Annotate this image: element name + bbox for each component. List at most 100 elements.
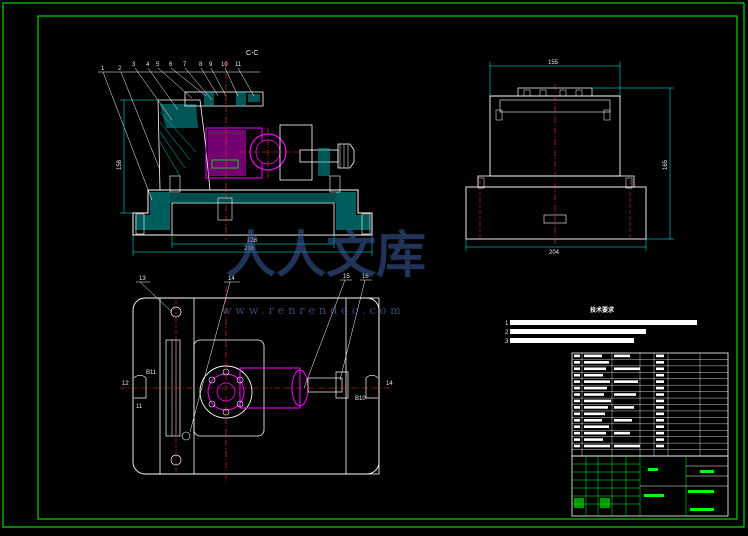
parts-list-cell (574, 380, 580, 383)
parts-list-cell (656, 438, 664, 441)
parts-list-cell (574, 418, 580, 422)
parts-list-cell (614, 354, 630, 358)
parts-list-cell (656, 380, 664, 383)
dim-side-top-width: 155 (548, 60, 559, 66)
parts-list-cell (614, 367, 640, 371)
dim-front-inner-width: 128 (247, 238, 258, 244)
parts-list-cell (574, 373, 580, 377)
parts-list-cell (584, 406, 608, 409)
part-number-16: 16 (362, 274, 369, 280)
parts-list-cell (656, 373, 664, 377)
part-number-7: 7 (183, 62, 187, 68)
parts-list-cell (584, 418, 602, 422)
part-number-3: 3 (132, 62, 136, 68)
watermark-url: www.renrendoc.com (222, 304, 405, 317)
tech-requirements-title: 技术要求 (590, 306, 615, 314)
parts-list-cell (584, 367, 606, 371)
part-number-1: 1 (101, 66, 105, 72)
technical-requirements: 技术要求 1 2 3 (505, 306, 697, 345)
parts-list-cell (656, 425, 664, 429)
title-block-cell (688, 490, 714, 493)
front-section-view: C-C (98, 50, 373, 256)
parts-list-cell (584, 393, 604, 396)
top-right-mark-14: 14 (386, 381, 393, 387)
parts-list-cell (614, 444, 640, 448)
parts-list-cell (574, 361, 580, 364)
parts-list-cell (574, 386, 580, 390)
tech-requirement-1-number: 1 (505, 321, 509, 327)
parts-list-cell (574, 399, 580, 403)
parts-list-cell (614, 431, 630, 435)
top-left-mark-12: 12 (122, 381, 129, 387)
parts-list-cell (574, 354, 580, 358)
watermark-text: 人人文库 (226, 225, 426, 284)
parts-list-cell (584, 386, 607, 390)
top-right-mark-b10: B10 (355, 396, 366, 402)
parts-list-cell (574, 438, 580, 441)
parts-list-cell (656, 386, 664, 390)
parts-list-cell (656, 444, 664, 448)
part-number-14: 14 (228, 276, 235, 282)
parts-list-cell (584, 431, 606, 435)
dim-front-overall-width: 238 (244, 246, 255, 252)
title-block-cell (600, 498, 610, 508)
parts-list-cell (656, 418, 664, 422)
part-number-6: 6 (169, 62, 173, 68)
parts-list-cell (574, 406, 580, 409)
parts-list-cell (584, 380, 610, 383)
part-number-5: 5 (156, 62, 160, 68)
section-label: C-C (246, 50, 258, 57)
parts-list-cell (584, 373, 603, 377)
watermark: 人人文库 www.renrendoc.com (222, 225, 426, 317)
dim-front-height: 158 (117, 159, 123, 170)
parts-list-cell (584, 412, 605, 416)
parts-list-cell (574, 425, 580, 429)
parts-list-cell (656, 393, 664, 396)
title-block-cell (574, 498, 584, 508)
title-block-cell (700, 470, 714, 473)
part-number-13: 13 (139, 276, 146, 282)
parts-list-cell (584, 444, 610, 448)
title-block-cell (690, 508, 714, 511)
parts-list-cell (656, 367, 664, 371)
parts-list-cell (656, 431, 664, 435)
parts-list-cell (614, 380, 638, 383)
parts-list-cell (584, 425, 609, 429)
parts-list-cell (574, 412, 580, 416)
tech-requirement-3-number: 3 (505, 339, 509, 345)
parts-list-cell (584, 438, 603, 441)
parts-list-cell (584, 361, 609, 364)
part-number-11: 11 (235, 62, 242, 68)
parts-list-and-title-block (571, 352, 729, 517)
parts-list-cell (574, 367, 580, 371)
part-number-4: 4 (146, 62, 150, 68)
title-block-cell (644, 494, 664, 497)
parts-list-cell (614, 418, 632, 422)
outer-frame (2, 2, 745, 528)
parts-list-cell (656, 361, 664, 364)
parts-list-cell (574, 393, 580, 396)
tech-requirement-2-number: 2 (505, 330, 509, 336)
parts-list-cell (656, 412, 664, 416)
parts-list-cell (574, 431, 580, 435)
parts-list-cell (614, 406, 634, 409)
parts-list-cell (656, 406, 664, 409)
side-view: 155 165 204 (465, 60, 674, 256)
dim-side-height: 165 (663, 159, 669, 170)
part-number-8: 8 (199, 62, 203, 68)
parts-list-cell (574, 444, 580, 448)
part-number-10: 10 (221, 62, 228, 68)
dim-side-base-width: 204 (549, 250, 560, 256)
parts-list-cell (584, 354, 602, 358)
top-left-mark-11: 11 (136, 404, 143, 410)
parts-list-cell (656, 399, 664, 403)
inner-frame (37, 15, 738, 520)
parts-list-cell (584, 399, 611, 403)
part-number-2: 2 (118, 66, 122, 72)
parts-list-cell (656, 354, 664, 358)
top-left-mark-b11: B11 (146, 370, 157, 376)
parts-list-cell (614, 393, 636, 396)
top-view: 13 14 15 16 12 B11 11 B10 14 (120, 274, 393, 482)
